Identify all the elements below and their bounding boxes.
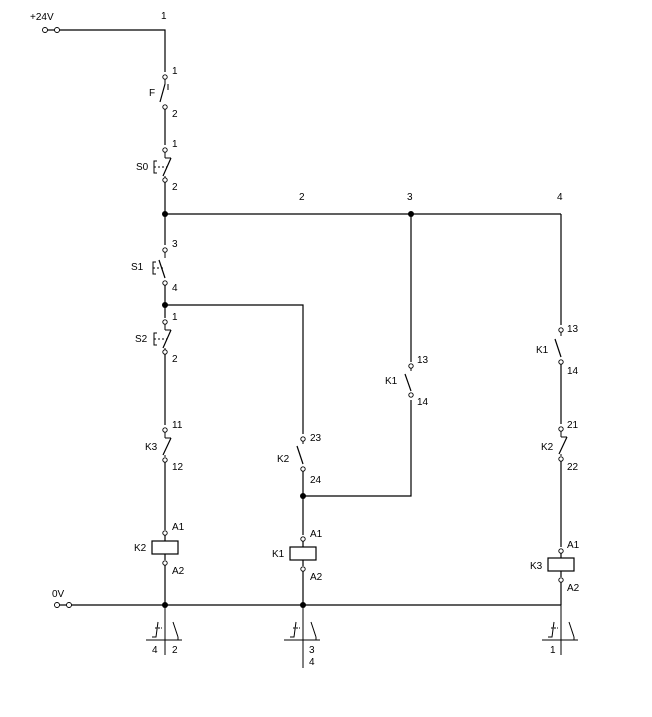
positive-supply: +24V xyxy=(30,12,166,72)
k2-coil-label: K2 xyxy=(134,543,147,554)
start-button-s1[interactable]: 3 S1 4 xyxy=(131,239,178,294)
svg-text:A2: A2 xyxy=(310,572,323,583)
svg-text:1: 1 xyxy=(172,66,178,77)
k2-coil[interactable]: A1 K2 A2 xyxy=(134,522,185,577)
stop-button-s0[interactable]: 1 S0 2 xyxy=(136,139,178,193)
k3-coil-label: K3 xyxy=(530,561,543,572)
s1-label: S1 xyxy=(131,262,144,273)
svg-text:2: 2 xyxy=(172,109,178,120)
k3-nc-contact[interactable]: 11 K3 12 xyxy=(145,420,184,473)
svg-text:A1: A1 xyxy=(172,522,185,533)
k2-no-label: K2 xyxy=(277,454,290,465)
xref-col1: 4 2 xyxy=(146,605,182,656)
svg-text:2: 2 xyxy=(172,354,178,365)
k1-hold-label: K1 xyxy=(385,376,398,387)
k1-no-label: K1 xyxy=(536,345,549,356)
svg-text:4: 4 xyxy=(172,283,178,294)
svg-text:A1: A1 xyxy=(567,540,580,551)
k3-contact-label: K3 xyxy=(145,442,158,453)
k2-no-contact[interactable]: 23 K2 24 xyxy=(277,433,322,486)
label-0v: 0V xyxy=(52,589,65,600)
svg-text:1: 1 xyxy=(172,139,178,150)
svg-text:2: 2 xyxy=(172,182,178,193)
k1-no-contact[interactable]: 13 K1 14 xyxy=(536,324,579,377)
svg-text:1: 1 xyxy=(172,312,178,323)
column-number-4: 4 xyxy=(557,192,563,203)
svg-text:A2: A2 xyxy=(172,566,185,577)
svg-text:3: 3 xyxy=(309,645,315,656)
button-s2[interactable]: 1 S2 2 xyxy=(135,312,178,365)
svg-text:13: 13 xyxy=(567,324,579,335)
label-24v: +24V xyxy=(30,12,54,23)
fuse-label: F xyxy=(149,88,155,99)
terminal-24v[interactable] xyxy=(42,27,48,33)
svg-text:2: 2 xyxy=(172,645,178,656)
svg-text:4: 4 xyxy=(309,657,315,668)
fuse-f[interactable]: 1 F 2 xyxy=(149,66,178,120)
svg-text:12: 12 xyxy=(172,462,184,473)
column-number-1: 1 xyxy=(161,11,167,22)
column-number-3: 3 xyxy=(407,192,413,203)
s0-label: S0 xyxy=(136,162,149,173)
s2-label: S2 xyxy=(135,334,148,345)
negative-supply: 0V xyxy=(52,589,561,608)
k1-hold-contact[interactable]: 13 K1 14 xyxy=(385,355,429,408)
svg-text:1: 1 xyxy=(550,645,556,656)
svg-text:13: 13 xyxy=(417,355,429,366)
column-number-2: 2 xyxy=(299,192,305,203)
svg-text:A1: A1 xyxy=(310,529,323,540)
svg-text:3: 3 xyxy=(172,239,178,250)
xref-col4: 1 xyxy=(542,605,578,656)
svg-text:14: 14 xyxy=(417,397,429,408)
k1-coil[interactable]: A1 K1 A2 xyxy=(272,529,323,583)
k1-coil-label: K1 xyxy=(272,549,285,560)
svg-text:11: 11 xyxy=(172,420,183,431)
terminal-0v[interactable] xyxy=(54,602,60,608)
svg-text:21: 21 xyxy=(567,420,579,431)
svg-text:A2: A2 xyxy=(567,583,580,594)
k3-coil[interactable]: A1 K3 A2 xyxy=(530,540,580,594)
svg-text:4: 4 xyxy=(152,645,158,656)
svg-text:24: 24 xyxy=(310,475,322,486)
svg-text:22: 22 xyxy=(567,462,579,473)
k2-nc-label: K2 xyxy=(541,442,554,453)
k2-nc-contact[interactable]: 21 K2 22 xyxy=(541,420,579,473)
svg-text:23: 23 xyxy=(310,433,322,444)
xref-col2: 3 4 xyxy=(284,605,320,668)
svg-text:14: 14 xyxy=(567,366,579,377)
